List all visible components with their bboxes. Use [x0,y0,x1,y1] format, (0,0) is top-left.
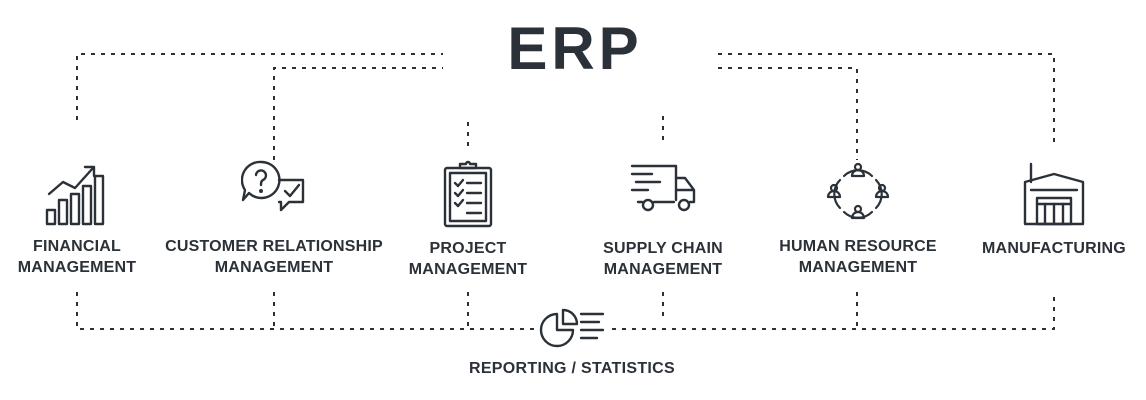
module-customer-relationship-management: CUSTOMER RELATIONSHIP MANAGEMENT [159,160,389,278]
reporting-statistics: REPORTING / STATISTICS [422,308,722,378]
top-inner-connector [273,67,443,160]
growth-chart-icon [45,165,105,226]
top-outer-connector [76,53,443,120]
module-manufacturing: MANUFACTURING [939,160,1146,259]
pie-chart-report-icon [539,308,605,348]
module-project-management: PROJECT MANAGEMENT [353,160,583,280]
clipboard-checklist-icon [443,160,493,228]
module-label: PROJECT MANAGEMENT [408,240,528,278]
module-label: SUPPLY CHAIN MANAGEMENT [603,240,723,278]
module-label: MANUFACTURING [982,240,1126,257]
bottom-connector-right [612,292,1055,330]
module-label: FINANCIAL MANAGEMENT [17,238,137,276]
reporting-label: REPORTING / STATISTICS [468,360,675,377]
top-outer-connector-right [718,53,1055,148]
module-supply-chain-management: SUPPLY CHAIN MANAGEMENT [548,160,778,280]
chat-bubbles-icon [241,160,305,212]
factory-icon [1023,162,1085,226]
people-network-icon [826,162,890,220]
delivery-truck-icon [630,164,696,212]
module-human-resource-management: HUMAN RESOURCE MANAGEMENT [743,162,973,278]
module-label: HUMAN RESOURCE MANAGEMENT [779,238,937,276]
top-inner-connector-right [718,67,858,160]
bottom-connector [76,292,535,330]
module-label: CUSTOMER RELATIONSHIP MANAGEMENT [165,238,383,276]
module-financial-management: FINANCIAL MANAGEMENT [0,160,192,278]
erp-title: ERP [507,15,643,82]
